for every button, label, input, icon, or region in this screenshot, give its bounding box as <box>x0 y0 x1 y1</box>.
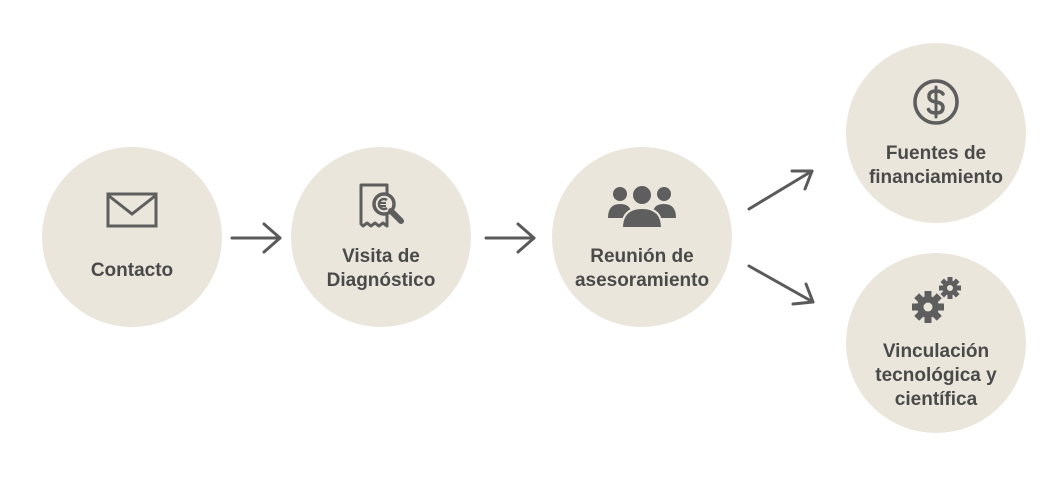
node-contacto: Contacto <box>42 147 222 327</box>
arrow-visita-reunion <box>484 222 536 254</box>
node-fuentes-financiamiento: Fuentes de financiamiento <box>846 43 1026 223</box>
node-label: Vinculación tecnológica y científica <box>875 340 997 410</box>
envelope-icon <box>106 192 158 233</box>
node-label: Fuentes de financiamiento <box>868 142 1004 188</box>
arrow-contacto-visita <box>230 222 282 254</box>
node-label: Reunión de asesoramiento <box>574 245 710 291</box>
node-label: Contacto <box>90 259 174 281</box>
people-group-icon <box>606 182 678 235</box>
node-vinculacion-tecnologica: Vinculación tecnológica y científica <box>846 253 1026 433</box>
node-reunion-asesoramiento: Reunión de asesoramiento <box>552 147 732 327</box>
arrow-reunion-vinculacion <box>747 264 815 306</box>
gears-icon <box>908 275 964 330</box>
arrow-reunion-fuentes <box>747 169 814 211</box>
receipt-search-icon <box>355 182 407 237</box>
node-visita-diagnostico: Visita de Diagnóstico <box>291 147 471 327</box>
dollar-coin-icon <box>911 77 961 132</box>
node-label: Visita de Diagnóstico <box>326 245 436 291</box>
